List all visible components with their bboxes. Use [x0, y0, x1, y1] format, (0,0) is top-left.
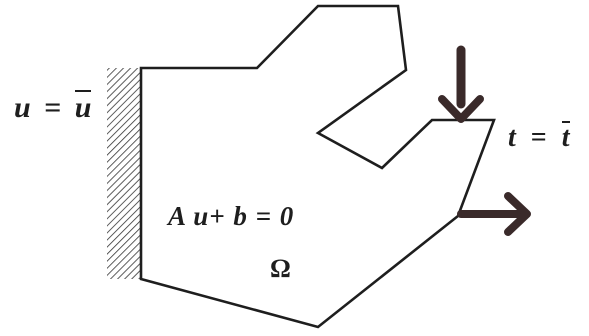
prescribed-traction: t — [561, 121, 570, 153]
displacement-condition: u = u — [14, 90, 92, 124]
traction-lhs: t — [508, 122, 516, 153]
displacement-equals: = — [44, 91, 62, 124]
prescribed-displacement: u — [74, 90, 92, 124]
governing-equation: A u+ b = 0 — [168, 201, 295, 231]
traction-condition: t = t — [508, 121, 570, 152]
downward-load-arrow — [438, 45, 484, 123]
domain-boundary — [139, 4, 496, 329]
fixed-support-hatching — [107, 68, 141, 279]
rightward-load-arrow — [457, 192, 531, 236]
displacement-lhs: u — [14, 91, 31, 124]
traction-equals: = — [530, 122, 547, 153]
domain-symbol: Ω — [270, 254, 291, 283]
